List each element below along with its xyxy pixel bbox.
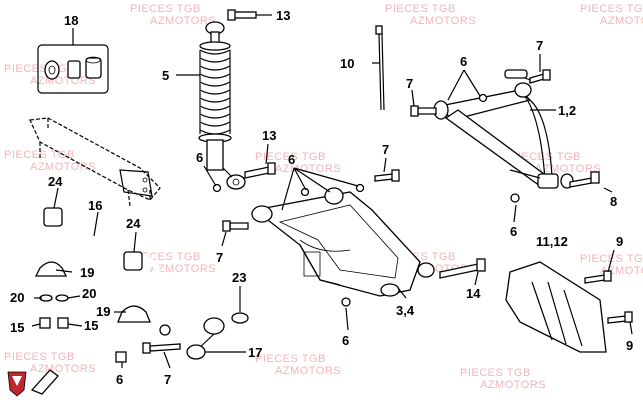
- watermark-text: AZMOTORS: [275, 365, 341, 377]
- callout-label: 6: [196, 150, 203, 165]
- watermark-text: PIECES TGB: [255, 151, 326, 163]
- watermark-text: PIECES TGB: [460, 367, 531, 379]
- watermark-text: AZMOTORS: [600, 15, 643, 27]
- watermark-text: PIECES TGB: [4, 63, 75, 75]
- leader-lines: [31, 14, 633, 369]
- callout-label: 19: [80, 265, 94, 280]
- callout-label: 15: [10, 320, 24, 335]
- callout-label: 24: [48, 174, 63, 189]
- callout-label: 9: [616, 234, 623, 249]
- callout-label: 19: [96, 304, 110, 319]
- callout-label: 7: [536, 38, 543, 53]
- shock-absorber: [198, 9, 257, 190]
- callout-label: 6: [460, 54, 467, 69]
- frame-section: [29, 117, 161, 207]
- callout-label: 1,2: [558, 103, 576, 118]
- watermark-text: PIECES TGB: [4, 351, 75, 363]
- callout-label: 7: [216, 250, 223, 265]
- callout-label: 20: [82, 286, 96, 301]
- callout-label: 14: [466, 286, 481, 301]
- bushing-set-box: [37, 28, 109, 94]
- cable-tie: [375, 25, 385, 111]
- callout-label: 11,12: [536, 234, 568, 249]
- callout-label: 3,4: [396, 303, 415, 318]
- callout-label: 6: [342, 333, 349, 348]
- watermark-text: PIECES TGB: [580, 3, 643, 15]
- callout-label: 16: [88, 198, 102, 213]
- callout-labels: 18 13 10 7 5 7 6 1,2 13 6 7 6 8 24 16 24…: [10, 8, 633, 387]
- watermark-text: PIECES TGB: [255, 353, 326, 365]
- watermark-text: AZMOTORS: [150, 263, 216, 275]
- watermark-text: PIECES TGB: [4, 149, 75, 161]
- callout-label: 10: [340, 56, 354, 71]
- watermark-text: PIECES TGB: [510, 151, 581, 163]
- callout-label: 5: [162, 68, 169, 83]
- callout-label: 17: [248, 345, 262, 360]
- callout-label: 6: [116, 372, 123, 387]
- callout-label: 7: [164, 372, 171, 387]
- lower-control-arm: [222, 169, 435, 307]
- callout-label: 9: [626, 338, 633, 353]
- callout-label: 23: [232, 270, 246, 285]
- watermark-text: AZMOTORS: [410, 15, 476, 27]
- watermark-text: PIECES TGB: [385, 3, 456, 15]
- watermark-text: AZMOTORS: [150, 15, 216, 27]
- callout-label: 6: [510, 224, 517, 239]
- upper-control-arm: [410, 69, 600, 203]
- brand-logo-icon: [7, 369, 59, 397]
- bolt-14: [439, 258, 486, 279]
- watermark-text: AZMOTORS: [275, 163, 341, 175]
- watermark-text: PIECES TGB: [130, 3, 201, 15]
- bolt-13: [212, 162, 276, 193]
- callout-label: 6: [288, 152, 295, 167]
- callout-label: 18: [64, 13, 78, 28]
- callout-label: 13: [262, 128, 276, 143]
- callout-label: 7: [382, 142, 389, 157]
- callout-label: 24: [126, 216, 141, 231]
- stabilizer-link: [115, 312, 249, 363]
- callout-label: 15: [84, 318, 98, 333]
- callout-label: 8: [610, 194, 617, 209]
- callout-label: 20: [10, 290, 24, 305]
- stabilizer-bar: [16, 207, 171, 336]
- skid-plate: [505, 261, 633, 353]
- callout-label: 7: [406, 76, 413, 91]
- watermark-text: AZMOTORS: [30, 161, 96, 173]
- watermark-text: AZMOTORS: [30, 363, 96, 375]
- callout-label: 13: [276, 8, 290, 23]
- watermark-text: AZMOTORS: [480, 379, 546, 391]
